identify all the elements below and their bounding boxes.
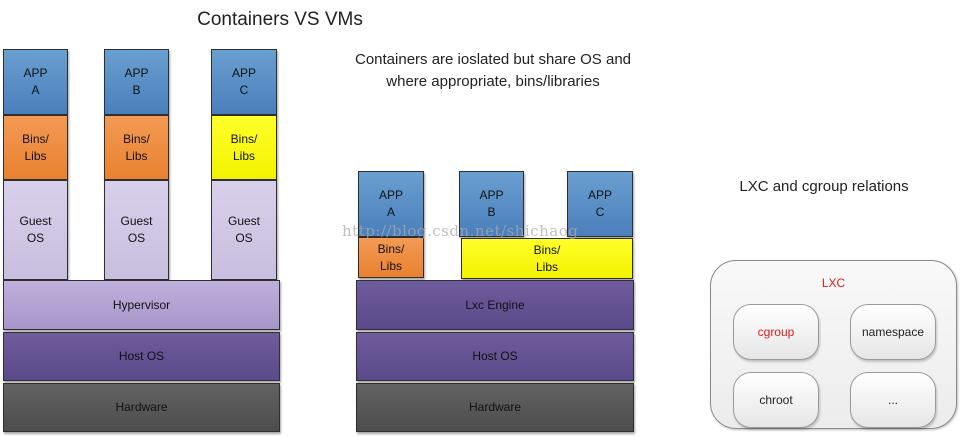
container-app-c: APP C <box>567 171 633 237</box>
lxc-engine-layer: Lxc Engine <box>356 280 634 330</box>
vm-app-c: APP C <box>211 49 277 115</box>
vm-bins-b: Bins/ Libs <box>104 115 169 180</box>
containers-note: Containers are ioslated but share OS and… <box>355 51 631 90</box>
container-host-os-layer: Host OS <box>356 332 634 381</box>
vm-guest-os-c: Guest OS <box>211 180 277 280</box>
container-bins-shared: Bins/ Libs <box>461 238 633 279</box>
vm-host-os-layer: Host OS <box>3 332 280 381</box>
vm-guest-os-b: Guest OS <box>104 180 169 280</box>
container-hardware-layer: Hardware <box>356 383 634 432</box>
chroot-node: chroot <box>733 372 819 428</box>
lxc-container-box: LXC cgroup namespace chroot ... <box>710 260 957 429</box>
vm-bins-c: Bins/ Libs <box>211 115 277 180</box>
lxc-heading: LXC and cgroup relations <box>739 178 909 195</box>
vm-guest-os-a: Guest OS <box>3 180 68 280</box>
vm-app-a: APP A <box>3 49 68 115</box>
vm-app-b: APP B <box>104 49 169 115</box>
watermark-text: http://blog.csdn.net/shichaog <box>342 222 579 240</box>
vm-bins-a: Bins/ Libs <box>3 115 68 180</box>
vm-hypervisor-layer: Hypervisor <box>3 280 280 330</box>
diagram-title: Containers VS VMs <box>197 9 363 30</box>
vm-hardware-layer: Hardware <box>3 383 280 432</box>
cgroup-node: cgroup <box>733 304 819 360</box>
container-bins-a: Bins/ Libs <box>358 237 424 278</box>
container-app-b: APP B <box>459 171 524 237</box>
namespace-node: namespace <box>850 304 936 360</box>
more-node: ... <box>850 372 936 428</box>
lxc-label: LXC <box>821 276 846 290</box>
container-app-a: APP A <box>358 171 424 237</box>
